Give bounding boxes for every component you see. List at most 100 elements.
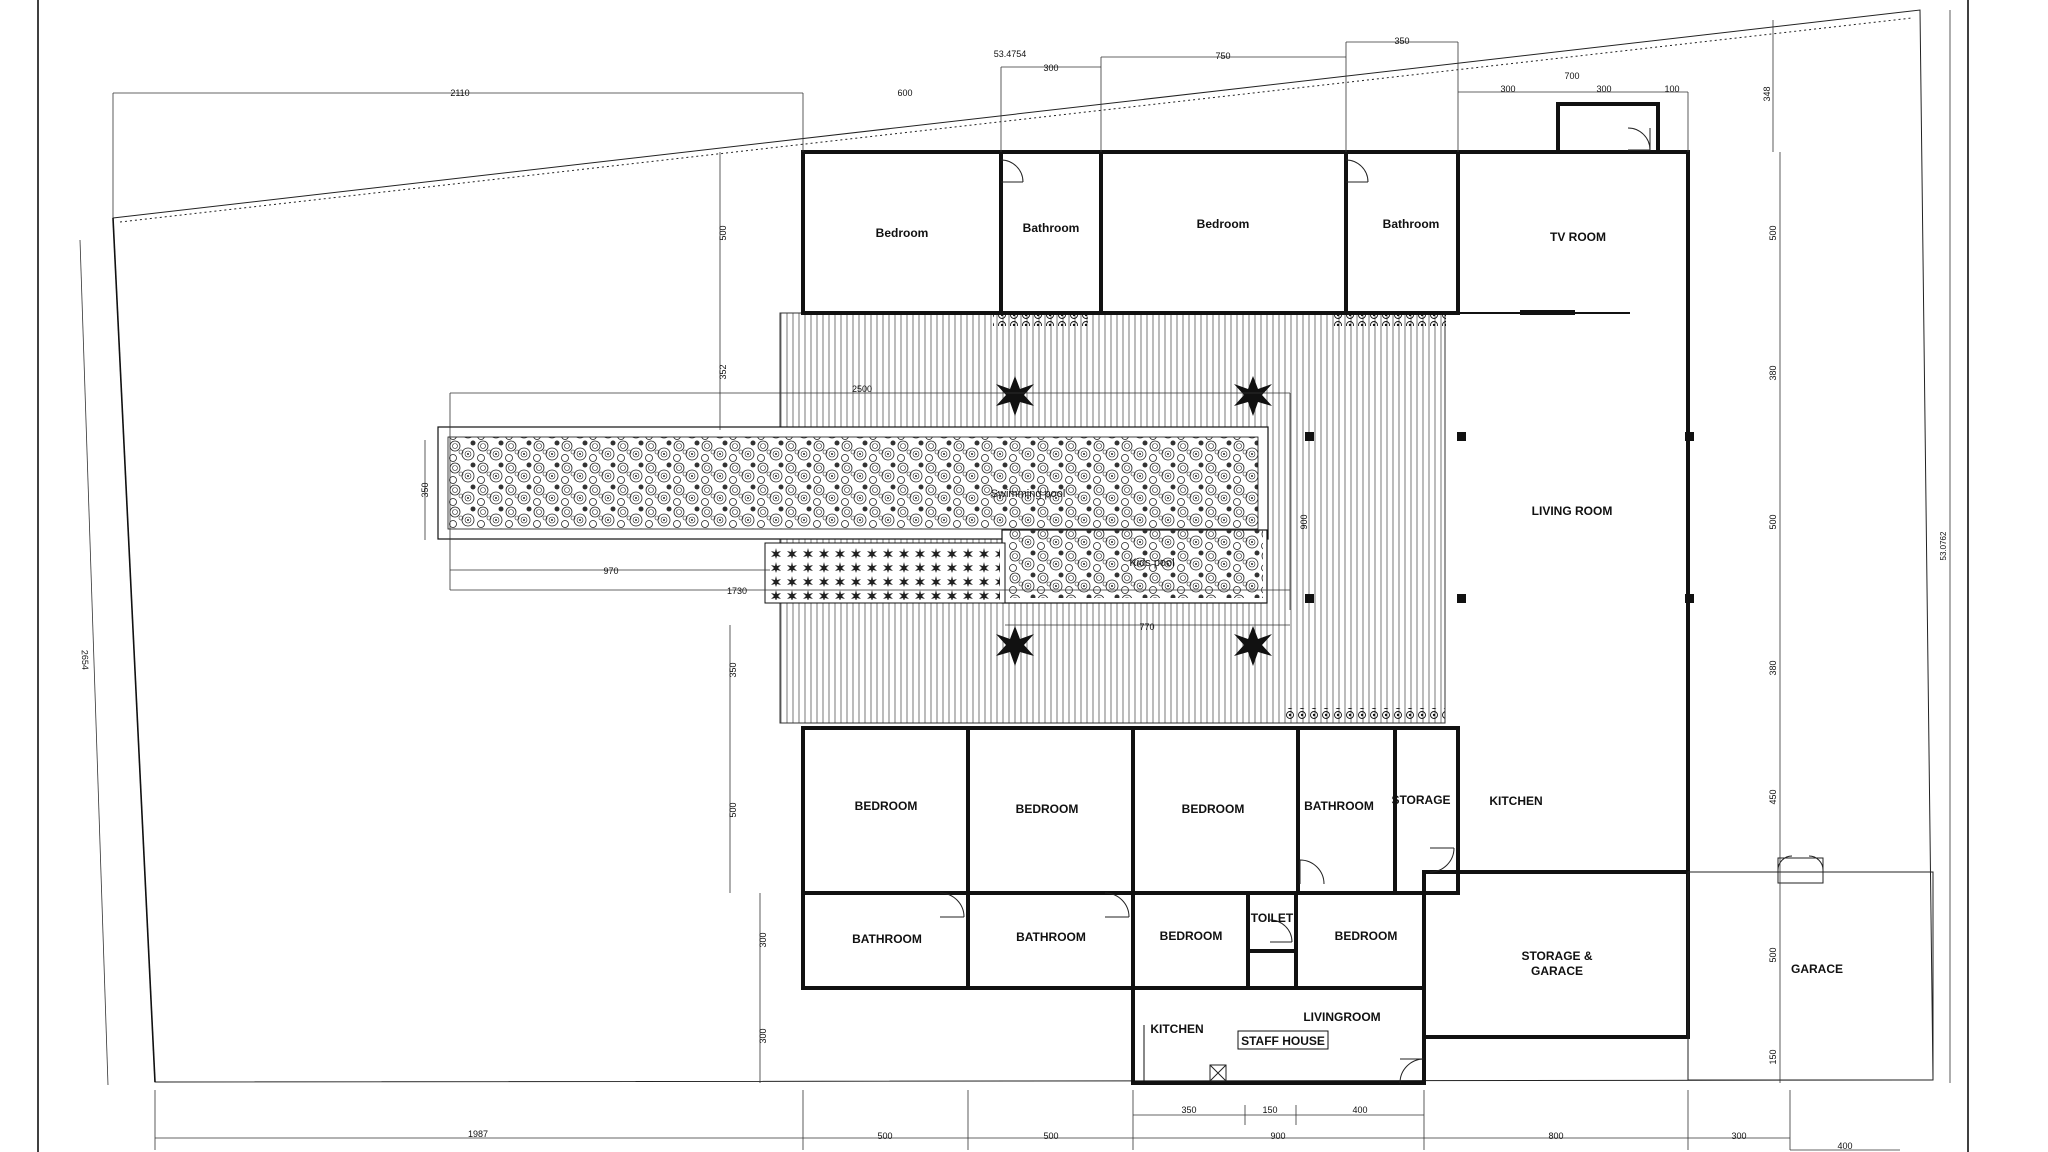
room-label-storage-garage-2: GARACE <box>1531 964 1583 978</box>
room-label-bathroom-3: BATHROOM <box>1304 799 1374 813</box>
garage-gate-arc <box>1777 855 1824 871</box>
svg-text:300: 300 <box>1043 63 1058 73</box>
room-label-bedroom-6: BEDROOM <box>1160 929 1223 943</box>
shrub-strip-1 <box>993 313 1088 326</box>
room-label-tv-room: TV ROOM <box>1550 230 1606 244</box>
palm-tree-2 <box>1234 376 1272 416</box>
door-arc-3 <box>1627 127 1651 151</box>
palm-tree-1 <box>996 376 1034 416</box>
room-label-storage: STORAGE <box>1391 793 1450 807</box>
room-label-bedroom-2: Bedroom <box>1197 217 1250 231</box>
room-label-living-room: LIVING ROOM <box>1532 504 1613 518</box>
bedroom-2-walls <box>1099 150 1348 315</box>
room-label-kids-pool: Kids pool <box>1129 557 1174 569</box>
svg-text:300: 300 <box>758 1028 768 1043</box>
column-5 <box>1457 594 1466 603</box>
door-arc-1 <box>1000 159 1024 183</box>
sliding-door-panel <box>1520 310 1575 315</box>
svg-text:900: 900 <box>1270 1131 1285 1141</box>
staff-house-walls <box>1131 986 1426 1085</box>
svg-text:750: 750 <box>1215 51 1230 61</box>
door-arc-9 <box>1399 1058 1425 1084</box>
svg-text:100: 100 <box>1664 84 1679 94</box>
svg-text:600: 600 <box>897 88 912 98</box>
storage-walls <box>1393 726 1460 895</box>
room-label-kitchen: KITCHEN <box>1489 794 1542 808</box>
door-arc-7 <box>1429 847 1455 873</box>
svg-text:350: 350 <box>1394 36 1409 46</box>
svg-text:300: 300 <box>1596 84 1611 94</box>
dimension-lines <box>79 10 1951 1151</box>
chimney-box <box>1209 1064 1227 1082</box>
utility-box <box>1556 102 1660 154</box>
shrub-strip-3 <box>1285 708 1445 721</box>
svg-text:2500: 2500 <box>852 384 872 394</box>
room-label-bedroom-3: BEDROOM <box>855 799 918 813</box>
svg-text:500: 500 <box>1043 1131 1058 1141</box>
svg-text:53.0762: 53.0762 <box>1939 531 1948 560</box>
door-arc-4 <box>939 892 965 918</box>
room-label-toilet: TOILET <box>1251 911 1294 925</box>
svg-text:352: 352 <box>718 364 728 379</box>
palm-tree-4 <box>1234 626 1272 666</box>
column-4 <box>1305 594 1314 603</box>
room-label-staff-house: STAFF HOUSE <box>1241 1034 1325 1048</box>
svg-text:300: 300 <box>758 932 768 947</box>
svg-text:150: 150 <box>1768 1049 1778 1064</box>
palm-tree-3 <box>996 626 1034 666</box>
room-label-staff-kitchen: KITCHEN <box>1150 1022 1203 1036</box>
site-boundary-left <box>112 217 156 1083</box>
svg-text:300: 300 <box>1731 1131 1746 1141</box>
kids-pool-fill <box>1008 530 1263 598</box>
column-2 <box>1457 432 1466 441</box>
room-label-staff-livingroom: LIVINGROOM <box>1303 1010 1380 1024</box>
room-label-bathroom-4: BATHROOM <box>852 932 922 946</box>
room-label-bathroom-5: BATHROOM <box>1016 930 1086 944</box>
svg-text:380: 380 <box>1768 660 1778 675</box>
svg-text:300: 300 <box>1500 84 1515 94</box>
site-boundary-inner <box>119 17 1913 223</box>
svg-text:500: 500 <box>728 802 738 817</box>
svg-text:900: 900 <box>1299 514 1309 529</box>
svg-text:970: 970 <box>603 566 618 576</box>
room-label-bedroom-4: BEDROOM <box>1016 802 1079 816</box>
svg-text:1730: 1730 <box>727 586 747 596</box>
svg-text:800: 800 <box>1548 1131 1563 1141</box>
svg-text:770: 770 <box>1139 622 1154 632</box>
staff-house-label-box <box>1237 1030 1329 1050</box>
svg-text:500: 500 <box>1768 225 1778 240</box>
door-arc-8 <box>1269 919 1293 943</box>
room-label-bedroom-7: BEDROOM <box>1335 929 1398 943</box>
room-label-storage-garage-1: STORAGE & <box>1521 949 1592 963</box>
svg-text:450: 450 <box>1768 789 1778 804</box>
chimney-cross <box>1209 1064 1227 1082</box>
svg-text:400: 400 <box>1837 1141 1852 1151</box>
svg-text:2110: 2110 <box>450 88 469 98</box>
svg-text:500: 500 <box>1768 947 1778 962</box>
garage-gate <box>1777 857 1824 884</box>
bathroom-2-walls <box>1344 150 1460 315</box>
svg-text:500: 500 <box>1768 514 1778 529</box>
room-label-bathroom-1: Bathroom <box>1023 221 1080 235</box>
svg-text:1987: 1987 <box>468 1129 488 1139</box>
svg-text:53.4754: 53.4754 <box>994 49 1027 59</box>
svg-text:350: 350 <box>728 662 738 677</box>
planter-fill <box>770 546 1000 600</box>
swimming-pool-fill <box>447 436 1259 530</box>
svg-text:500: 500 <box>718 225 728 240</box>
room-label-bedroom-5: BEDROOM <box>1182 802 1245 816</box>
svg-text:380: 380 <box>1768 365 1778 380</box>
room-label-garage: GARACE <box>1791 962 1843 976</box>
svg-text:700: 700 <box>1564 71 1579 81</box>
svg-text:348: 348 <box>1762 86 1772 101</box>
room-label-bathroom-2: Bathroom <box>1383 217 1440 231</box>
door-arc-5 <box>1104 892 1130 918</box>
garage-walls <box>1687 871 1934 1081</box>
svg-text:500: 500 <box>877 1131 892 1141</box>
svg-text:400: 400 <box>1352 1105 1367 1115</box>
svg-text:2654: 2654 <box>80 650 91 670</box>
column-1 <box>1305 432 1314 441</box>
svg-text:350: 350 <box>1181 1105 1196 1115</box>
svg-text:350: 350 <box>420 482 430 497</box>
